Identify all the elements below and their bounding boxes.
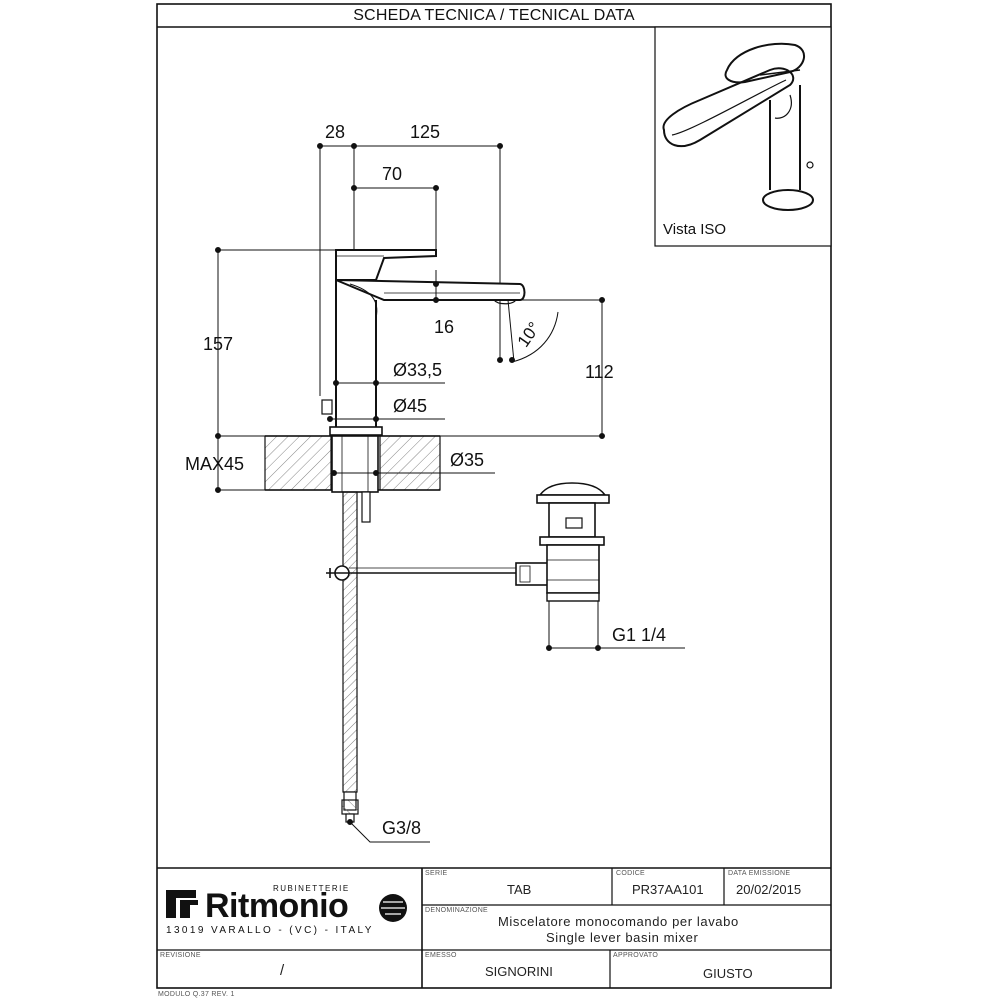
- drain-rod: [326, 562, 549, 586]
- dim-g38: G3/8: [382, 818, 421, 838]
- data-emissione-value: 20/02/2015: [736, 882, 802, 897]
- dim-157: 157: [203, 334, 233, 354]
- brand-name: Ritmonio: [205, 887, 349, 925]
- dim-dia35: Ø35: [450, 450, 484, 470]
- codice-value: PR37AA101: [632, 882, 704, 897]
- revisione-value: /: [280, 962, 285, 979]
- faucet-shank: [331, 435, 379, 523]
- codice-label: CODICE: [616, 870, 646, 877]
- dimension-lines: [215, 143, 685, 843]
- modulo-revision: MODULO Q.37 REV. 1: [158, 991, 235, 998]
- approvato-label: APPROVATO: [613, 952, 659, 959]
- denominazione-italian: Miscelatore monocomando per lavabo: [498, 914, 739, 929]
- revisione-label: REVISIONE: [160, 952, 201, 959]
- dim-dia335: Ø33,5: [393, 360, 442, 380]
- brand-tagline: RUBINETTERIE: [273, 884, 350, 893]
- dim-angle: 10°: [514, 319, 544, 351]
- shell-logo-icon: [379, 894, 407, 922]
- dim-28: 28: [325, 122, 345, 142]
- iso-view-box: [654, 26, 832, 247]
- sheet-border: [156, 3, 832, 989]
- dim-16: 16: [434, 317, 454, 337]
- dim-125: 125: [410, 122, 440, 142]
- ritmonio-logo-mark: [166, 890, 198, 918]
- faucet-body: [321, 249, 526, 436]
- denominazione-english: Single lever basin mixer: [546, 930, 699, 945]
- brand-address: 13019 VARALLO - (VC) - ITALY: [166, 925, 374, 936]
- data-emissione-label: DATA EMISSIONE: [728, 870, 791, 877]
- approvato-value: GIUSTO: [703, 966, 753, 981]
- emesso-label: EMESSO: [425, 952, 457, 959]
- dim-g114: G1 1/4: [612, 625, 666, 645]
- serie-value: TAB: [507, 882, 532, 897]
- title-block-grid: [157, 867, 831, 988]
- dim-max45: MAX45: [185, 454, 244, 474]
- iso-view-label: Vista ISO: [663, 221, 726, 238]
- dim-dia45: Ø45: [393, 396, 427, 416]
- sheet-title: SCHEDA TECNICA / TECNICAL DATA: [353, 7, 635, 24]
- serie-label: SERIE: [425, 870, 448, 877]
- popup-waste: [536, 482, 610, 602]
- flexible-hose: [341, 491, 359, 823]
- denominazione-label: DENOMINAZIONE: [425, 907, 489, 914]
- emesso-value: SIGNORINI: [485, 964, 553, 979]
- dim-112: 112: [585, 362, 614, 382]
- dim-70: 70: [382, 164, 402, 184]
